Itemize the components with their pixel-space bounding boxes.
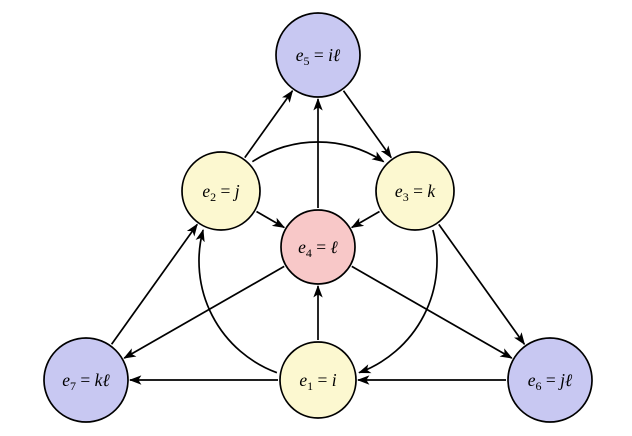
arc-edge-e3-e1 [358,229,438,374]
edge-e2-e5 [244,89,294,159]
edge-e4-e7 [123,265,285,359]
arc-edge-e1-e2 [195,228,278,374]
node-circle-e3 [375,151,455,231]
node-label-e7: e7 = kℓ [62,370,110,393]
node-circle-e1 [279,341,357,419]
node-label-e1: e1 = i [299,370,336,393]
edge-e3-e4 [350,210,380,229]
node-e6: e6 = jℓ [507,337,593,423]
node-circle-e4 [280,209,356,285]
node-label-e5: e5 = iℓ [296,45,341,68]
node-circle-e6 [507,337,593,423]
node-e3: e3 = k [375,151,455,231]
node-label-e4: e4 = ℓ [298,237,338,260]
node-e2: e2 = j [181,151,261,231]
edge-e5-e3 [342,90,392,159]
edges-layer [110,89,526,385]
node-label-e6: e6 = jℓ [528,370,573,393]
node-circle-e5 [275,12,361,98]
node-label-e2: e2 = j [202,181,239,204]
node-e5: e5 = iℓ [275,12,361,98]
arc-edge-e2-e3 [251,141,385,163]
node-circle-e7 [43,337,129,423]
node-label-e3: e3 = k [395,181,436,204]
node-e1: e1 = i [279,341,357,419]
edge-e3-e6 [438,223,526,346]
nodes-layer: e5 = iℓ e2 = j e3 = k e4 = ℓ e7 = kℓ e1 = i e6… [43,12,593,423]
node-circle-e2 [181,151,261,231]
edge-e2-e4 [256,210,286,229]
edge-e7-e2 [110,223,198,345]
edge-e4-e6 [351,265,513,359]
node-e7: e7 = kℓ [43,337,129,423]
node-e4: e4 = ℓ [280,209,356,285]
